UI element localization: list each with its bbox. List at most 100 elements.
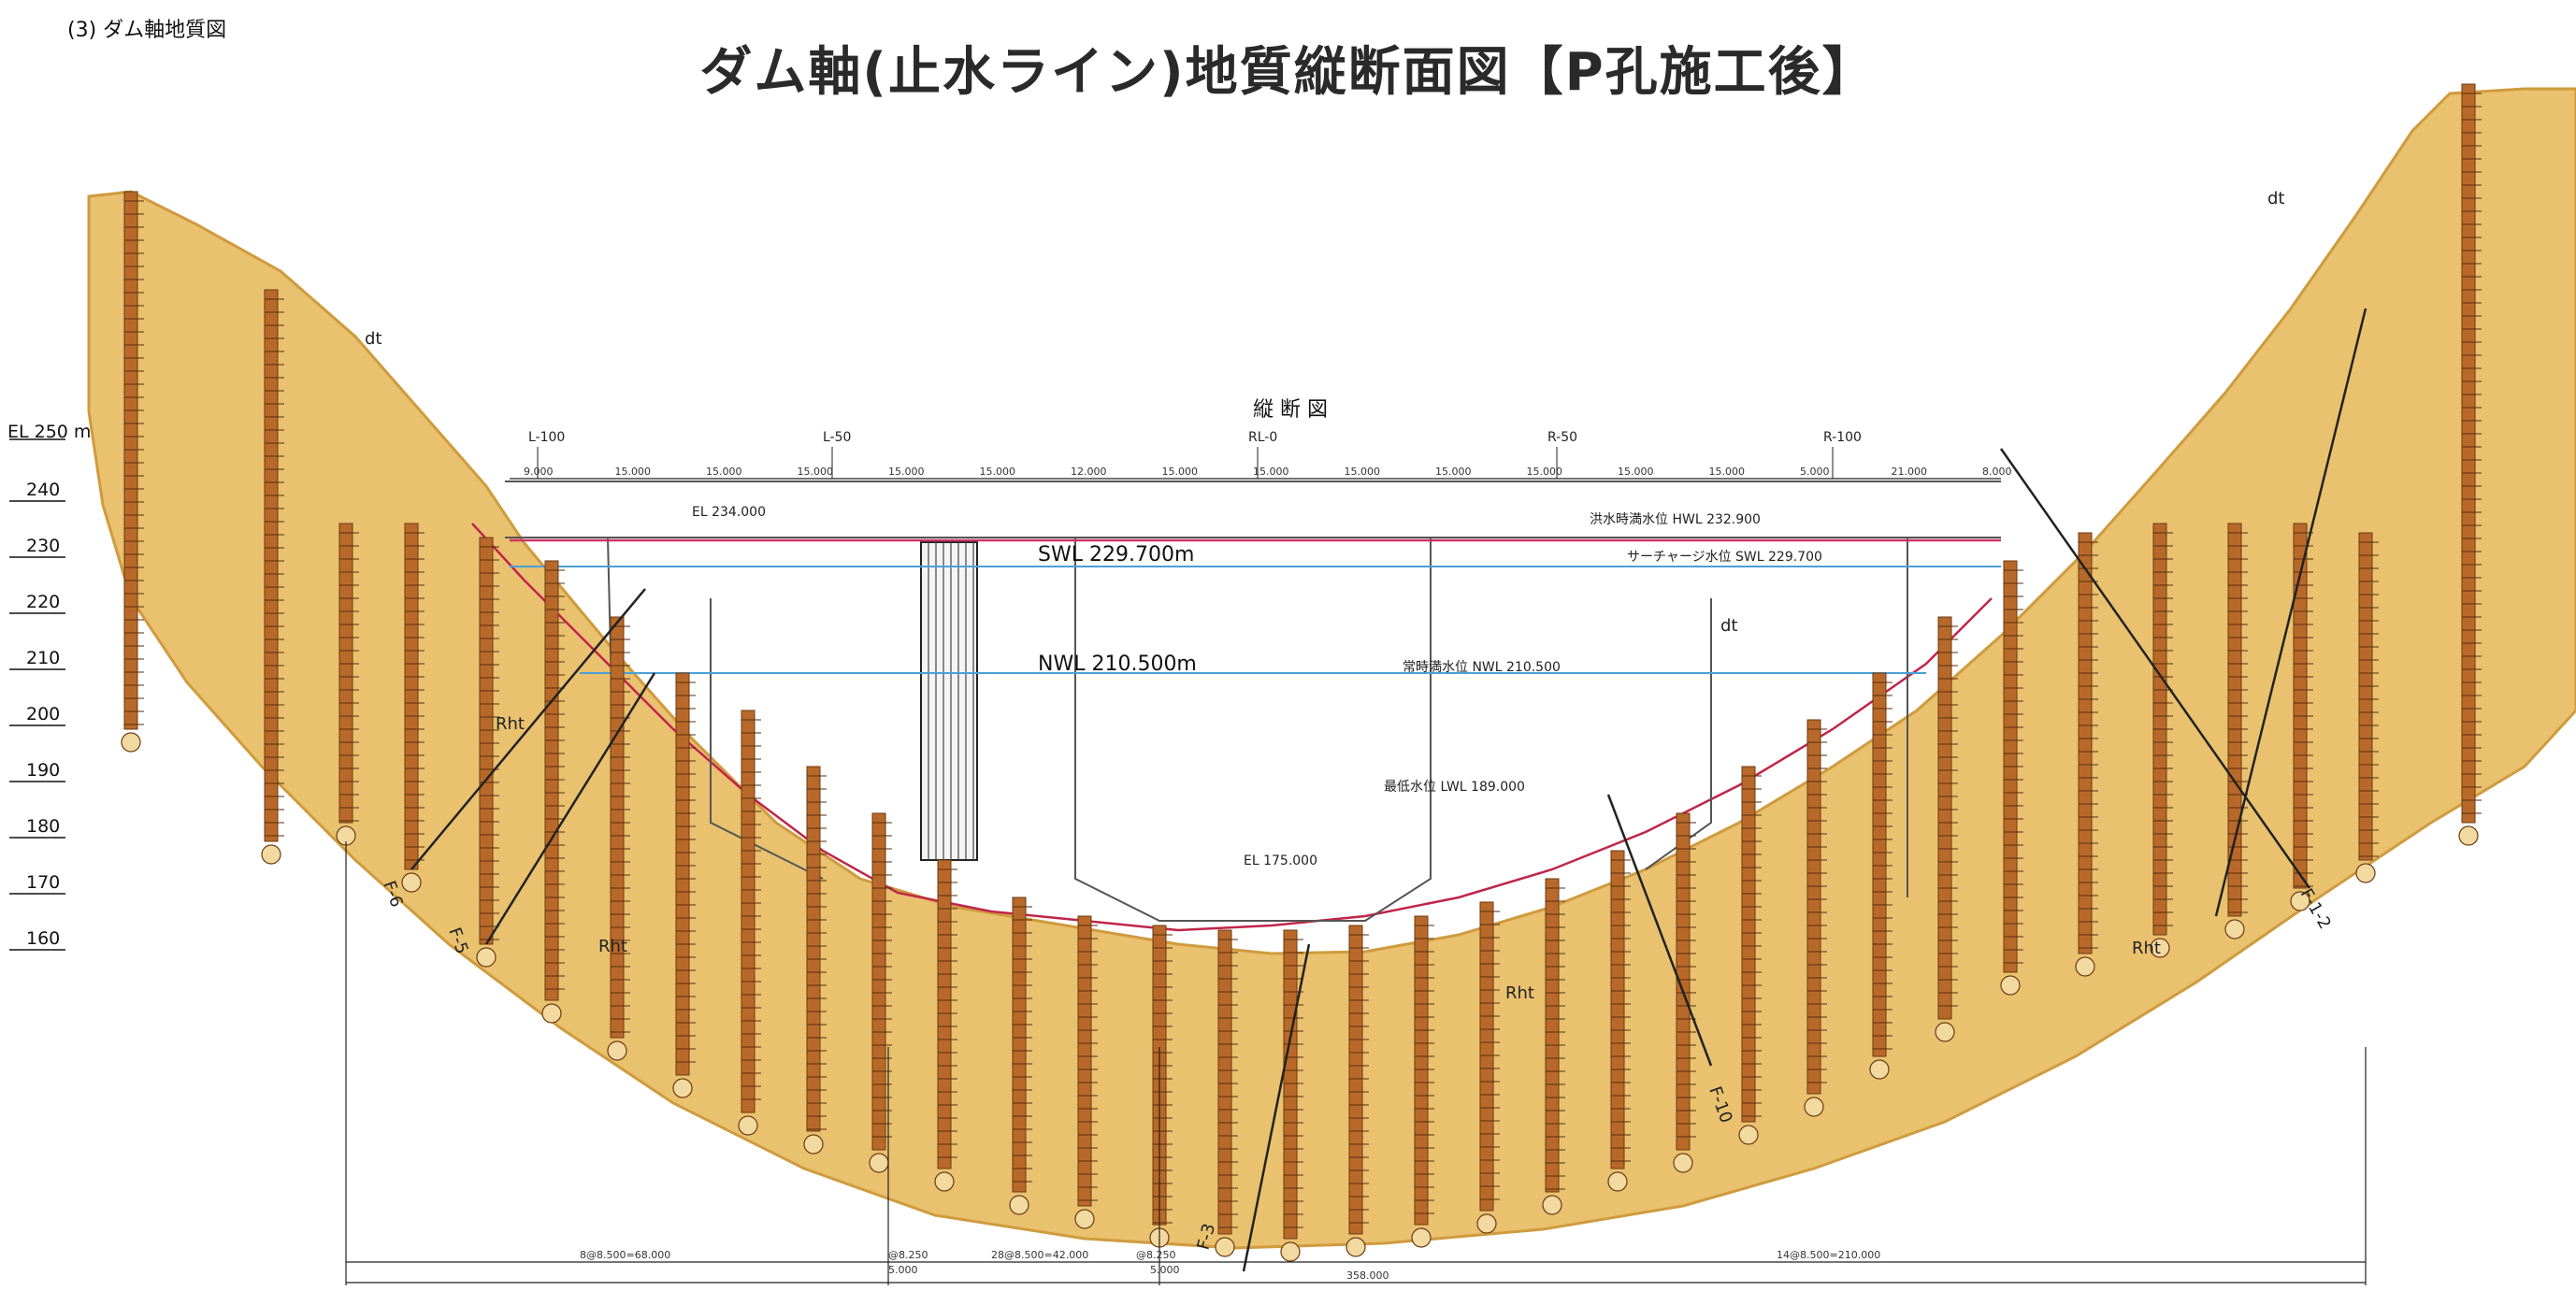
borehole-body xyxy=(1676,812,1691,1151)
dim-mid-small: 5.000 xyxy=(1150,1264,1180,1276)
spacing-label: 15.000 xyxy=(798,466,834,478)
borehole-column xyxy=(2355,532,2379,883)
swl-right-label: サーチャージ水位 SWL 229.700 xyxy=(1627,550,1822,565)
borehole-column xyxy=(2224,523,2248,940)
borehole-id-circle xyxy=(1346,1237,1366,1257)
borehole-column xyxy=(2150,523,2173,958)
spacing-label: 15.000 xyxy=(706,466,742,478)
borehole-id-circle xyxy=(934,1171,955,1192)
borehole-column xyxy=(607,616,630,1061)
fault-lines xyxy=(410,308,2367,1272)
axis-tick-label: 220 xyxy=(26,592,60,612)
spacing-label: 15.000 xyxy=(980,466,1016,478)
bottom-dimensions xyxy=(345,841,2367,1285)
grout-curtain xyxy=(920,541,978,861)
borehole-body xyxy=(2227,523,2242,917)
borehole-body xyxy=(1872,672,1887,1057)
borehole-body xyxy=(1610,850,1625,1169)
borehole-body xyxy=(338,523,353,824)
borehole-id-circle xyxy=(2355,863,2376,883)
borehole-body xyxy=(1283,929,1298,1240)
borehole-column xyxy=(934,859,957,1192)
borehole-body xyxy=(1741,766,1756,1123)
borehole-id-circle xyxy=(1542,1195,1562,1215)
borehole-column xyxy=(2458,83,2482,846)
spacing-label: 15.000 xyxy=(1162,466,1199,478)
spacing-label: 15.000 xyxy=(1618,466,1654,478)
borehole-id-circle xyxy=(803,1134,824,1155)
borehole-column xyxy=(336,523,359,846)
borehole-body xyxy=(2461,83,2476,824)
borehole-column xyxy=(2290,523,2313,911)
borehole-body xyxy=(741,710,756,1113)
spacing-label: 15.000 xyxy=(1527,466,1563,478)
spacing-label: 9.000 xyxy=(524,466,554,478)
borehole-id-circle xyxy=(2458,825,2479,846)
borehole-id-circle xyxy=(541,1003,562,1024)
borehole-column xyxy=(1009,897,1032,1215)
borehole-body xyxy=(675,672,690,1076)
borehole-column xyxy=(1542,878,1565,1215)
dim-left-small: 5.000 xyxy=(888,1264,918,1276)
borehole-column xyxy=(1346,925,1369,1257)
borehole-column xyxy=(1280,929,1303,1262)
borehole-id-circle xyxy=(1411,1227,1432,1248)
borehole-id-circle xyxy=(1673,1153,1693,1173)
borehole-body xyxy=(806,766,821,1132)
borehole-column xyxy=(121,191,144,753)
borehole-body xyxy=(2293,523,2308,889)
borehole-id-circle xyxy=(1607,1171,1628,1192)
borehole-id-circle xyxy=(1935,1022,1955,1042)
geo-label-rht-2: Rht xyxy=(1505,983,1534,1003)
borehole-column xyxy=(1869,672,1892,1080)
rock-body xyxy=(87,87,2576,1250)
borehole-id-circle xyxy=(1215,1237,1235,1257)
axis-tick-label: 210 xyxy=(26,648,60,668)
spacing-label: 8.000 xyxy=(1982,466,2012,478)
spacing-label: 15.000 xyxy=(888,466,925,478)
borehole-body xyxy=(937,859,952,1169)
borehole-id-circle xyxy=(2224,919,2245,940)
borehole-column xyxy=(1738,766,1762,1145)
borehole-id-circle xyxy=(1869,1059,1890,1080)
geo-label-rht-3: Rht xyxy=(2132,939,2161,958)
borehole-id-circle xyxy=(869,1153,889,1173)
borehole-column xyxy=(476,537,499,968)
spacing-label: 5.000 xyxy=(1800,466,1830,478)
borehole-id-circle xyxy=(607,1040,627,1061)
borehole-body xyxy=(1545,878,1560,1193)
borehole-body xyxy=(610,616,625,1039)
axis-tick-label: 180 xyxy=(26,816,60,837)
section-mark: RL-0 xyxy=(1248,430,1277,445)
borehole-body xyxy=(1077,915,1092,1207)
geo-label-rht-1: Rht xyxy=(598,937,627,956)
borehole-id-circle xyxy=(1280,1241,1301,1262)
axis-tick-label: 170 xyxy=(26,872,60,893)
borehole-column xyxy=(2075,532,2098,977)
borehole-id-circle xyxy=(1476,1213,1497,1234)
borehole-body xyxy=(404,523,419,870)
spacing-label: 12.000 xyxy=(1071,466,1107,478)
geo-label-dt-right: dt xyxy=(2267,189,2284,208)
borehole-column xyxy=(1476,901,1500,1234)
el-crest-label: EL 234.000 xyxy=(692,505,766,520)
borehole-id-circle xyxy=(2150,938,2170,958)
axis-tick-label: 160 xyxy=(26,928,60,949)
borehole-column xyxy=(401,523,425,893)
spacing-label: 21.000 xyxy=(1892,466,1928,478)
borehole-body xyxy=(123,191,138,730)
borehole-id-circle xyxy=(2000,975,2021,996)
excavation-line xyxy=(471,523,1993,932)
spacing-label: 15.000 xyxy=(1709,466,1746,478)
axis-unit-label: EL 250 m xyxy=(7,422,91,442)
spacing-label: 15.000 xyxy=(1253,466,1289,478)
lwl-label: 最低水位 LWL 189.000 xyxy=(1384,780,1525,795)
geo-label-rht-4: Rht xyxy=(496,714,525,734)
borehole-body xyxy=(264,289,279,842)
borehole-body xyxy=(1937,616,1952,1020)
borehole-body xyxy=(1012,897,1027,1193)
axis-tick-label: 190 xyxy=(26,760,60,781)
nwl-right-label: 常時満水位 NWL 210.500 xyxy=(1403,660,1561,675)
geo-label-dt-left: dt xyxy=(365,329,381,349)
